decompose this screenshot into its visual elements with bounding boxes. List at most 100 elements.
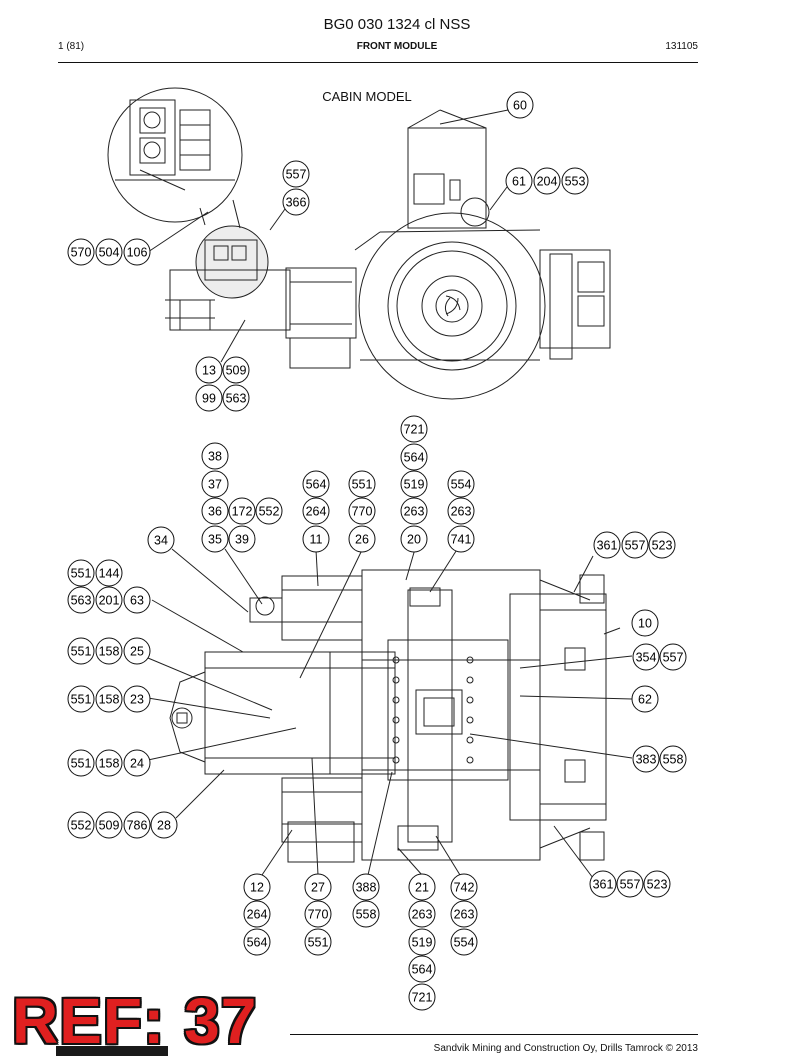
callout-circle	[282, 188, 310, 216]
callout-551: 551	[67, 749, 95, 777]
callout-label: 63	[130, 594, 144, 608]
callout-label: 263	[454, 908, 475, 922]
callout-263: 263	[447, 497, 475, 525]
callout-26: 26	[348, 525, 376, 553]
callout-label: 172	[232, 505, 253, 519]
callout-circle	[302, 525, 330, 553]
callout-label: 263	[451, 505, 472, 519]
callout-label: 551	[352, 478, 373, 492]
callout-circle	[408, 928, 436, 956]
callout-361: 361	[593, 531, 621, 559]
callout-label: 564	[306, 478, 327, 492]
callout-label: 563	[226, 392, 247, 406]
callout-564: 564	[400, 443, 428, 471]
callout-label: 504	[99, 246, 120, 260]
callout-label: 12	[250, 881, 264, 895]
callout-551: 551	[67, 685, 95, 713]
callout-label: 28	[157, 819, 171, 833]
callout-24: 24	[123, 749, 151, 777]
callout-circle	[95, 559, 123, 587]
callout-523: 523	[643, 870, 671, 898]
callout-circle	[123, 586, 151, 614]
callout-circle	[400, 497, 428, 525]
callout-circle	[302, 497, 330, 525]
callout-label: 264	[306, 505, 327, 519]
callout-circle	[400, 525, 428, 553]
callout-label: 354	[636, 651, 657, 665]
callout-circle	[505, 167, 533, 195]
callout-36: 36	[201, 497, 229, 525]
callout-circle	[95, 685, 123, 713]
callout-label: 158	[99, 693, 120, 707]
callout-552: 552	[67, 811, 95, 839]
brand-logo	[56, 1046, 168, 1056]
document-title: BG0 030 1324 cl NSS	[323, 16, 471, 33]
callout-label: 564	[412, 963, 433, 977]
callout-circle	[408, 955, 436, 983]
callout-circle	[67, 586, 95, 614]
callout-13: 13	[195, 356, 223, 384]
callout-circle	[408, 900, 436, 928]
callout-circle	[589, 870, 617, 898]
callout-circle	[450, 900, 478, 928]
callout-circle	[304, 900, 332, 928]
callout-label: 201	[99, 594, 120, 608]
callout-circle	[302, 470, 330, 498]
callout-551: 551	[67, 559, 95, 587]
callout-553: 553	[561, 167, 589, 195]
callout-11: 11	[302, 525, 330, 553]
cabin-model-label: CABIN MODEL	[322, 89, 412, 104]
callout-519: 519	[408, 928, 436, 956]
detail-magnifier	[107, 87, 243, 223]
callout-circle	[243, 873, 271, 901]
callout-label: 25	[130, 645, 144, 659]
callout-35: 35	[201, 525, 229, 553]
callout-circle	[228, 497, 256, 525]
callout-557: 557	[282, 160, 310, 188]
callout-564: 564	[302, 470, 330, 498]
callout-label: 770	[352, 505, 373, 519]
callout-circle	[447, 497, 475, 525]
callout-742: 742	[450, 873, 478, 901]
callout-circle	[506, 91, 534, 119]
callout-label: 99	[202, 392, 216, 406]
callout-label: 27	[311, 881, 325, 895]
callout-label: 13	[202, 364, 216, 378]
callout-circle	[243, 928, 271, 956]
callout-172: 172	[228, 497, 256, 525]
callout-circle	[95, 238, 123, 266]
callout-label: 106	[127, 246, 148, 260]
callout-label: 558	[663, 753, 684, 767]
callout-158: 158	[95, 637, 123, 665]
callout-circle	[352, 873, 380, 901]
callout-label: 741	[451, 533, 472, 547]
callout-label: 26	[355, 533, 369, 547]
callout-label: 23	[130, 693, 144, 707]
footer-divider	[290, 1034, 698, 1035]
callout-circle	[348, 497, 376, 525]
page-number: 1 (81)	[58, 41, 85, 52]
callout-721: 721	[400, 415, 428, 443]
callout-60: 60	[506, 91, 534, 119]
callout-label: 38	[208, 450, 222, 464]
callout-circle	[659, 643, 687, 671]
callout-circle	[150, 811, 178, 839]
callout-264: 264	[302, 497, 330, 525]
callout-label: 523	[647, 878, 668, 892]
callout-388: 388	[352, 873, 380, 901]
callout-label: 62	[638, 693, 652, 707]
callout-label: 570	[71, 246, 92, 260]
callout-label: 552	[71, 819, 92, 833]
callout-circle	[447, 470, 475, 498]
callout-circle	[67, 811, 95, 839]
reference-watermark: REF: 37	[12, 985, 258, 1057]
callout-circle	[201, 525, 229, 553]
callout-label: 20	[407, 533, 421, 547]
callout-62: 62	[631, 685, 659, 713]
callout-519: 519	[400, 470, 428, 498]
footer-copyright: Sandvik Mining and Construction Oy, Dril…	[433, 1043, 698, 1054]
callout-label: 11	[310, 533, 323, 547]
callout-366: 366	[282, 188, 310, 216]
callout-circle	[67, 559, 95, 587]
